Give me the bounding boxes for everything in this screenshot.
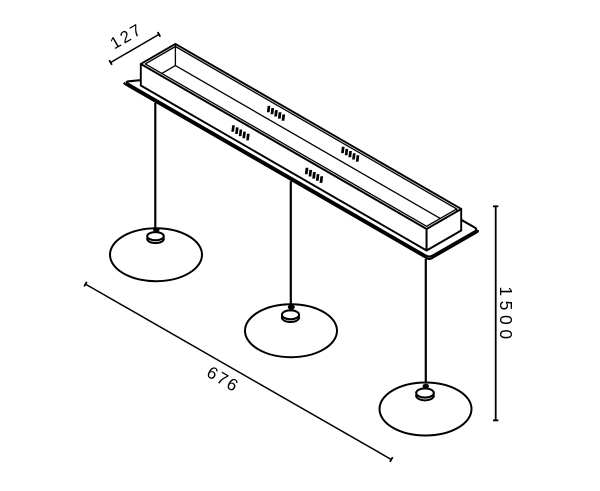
svg-text:1500: 1500: [496, 286, 516, 343]
